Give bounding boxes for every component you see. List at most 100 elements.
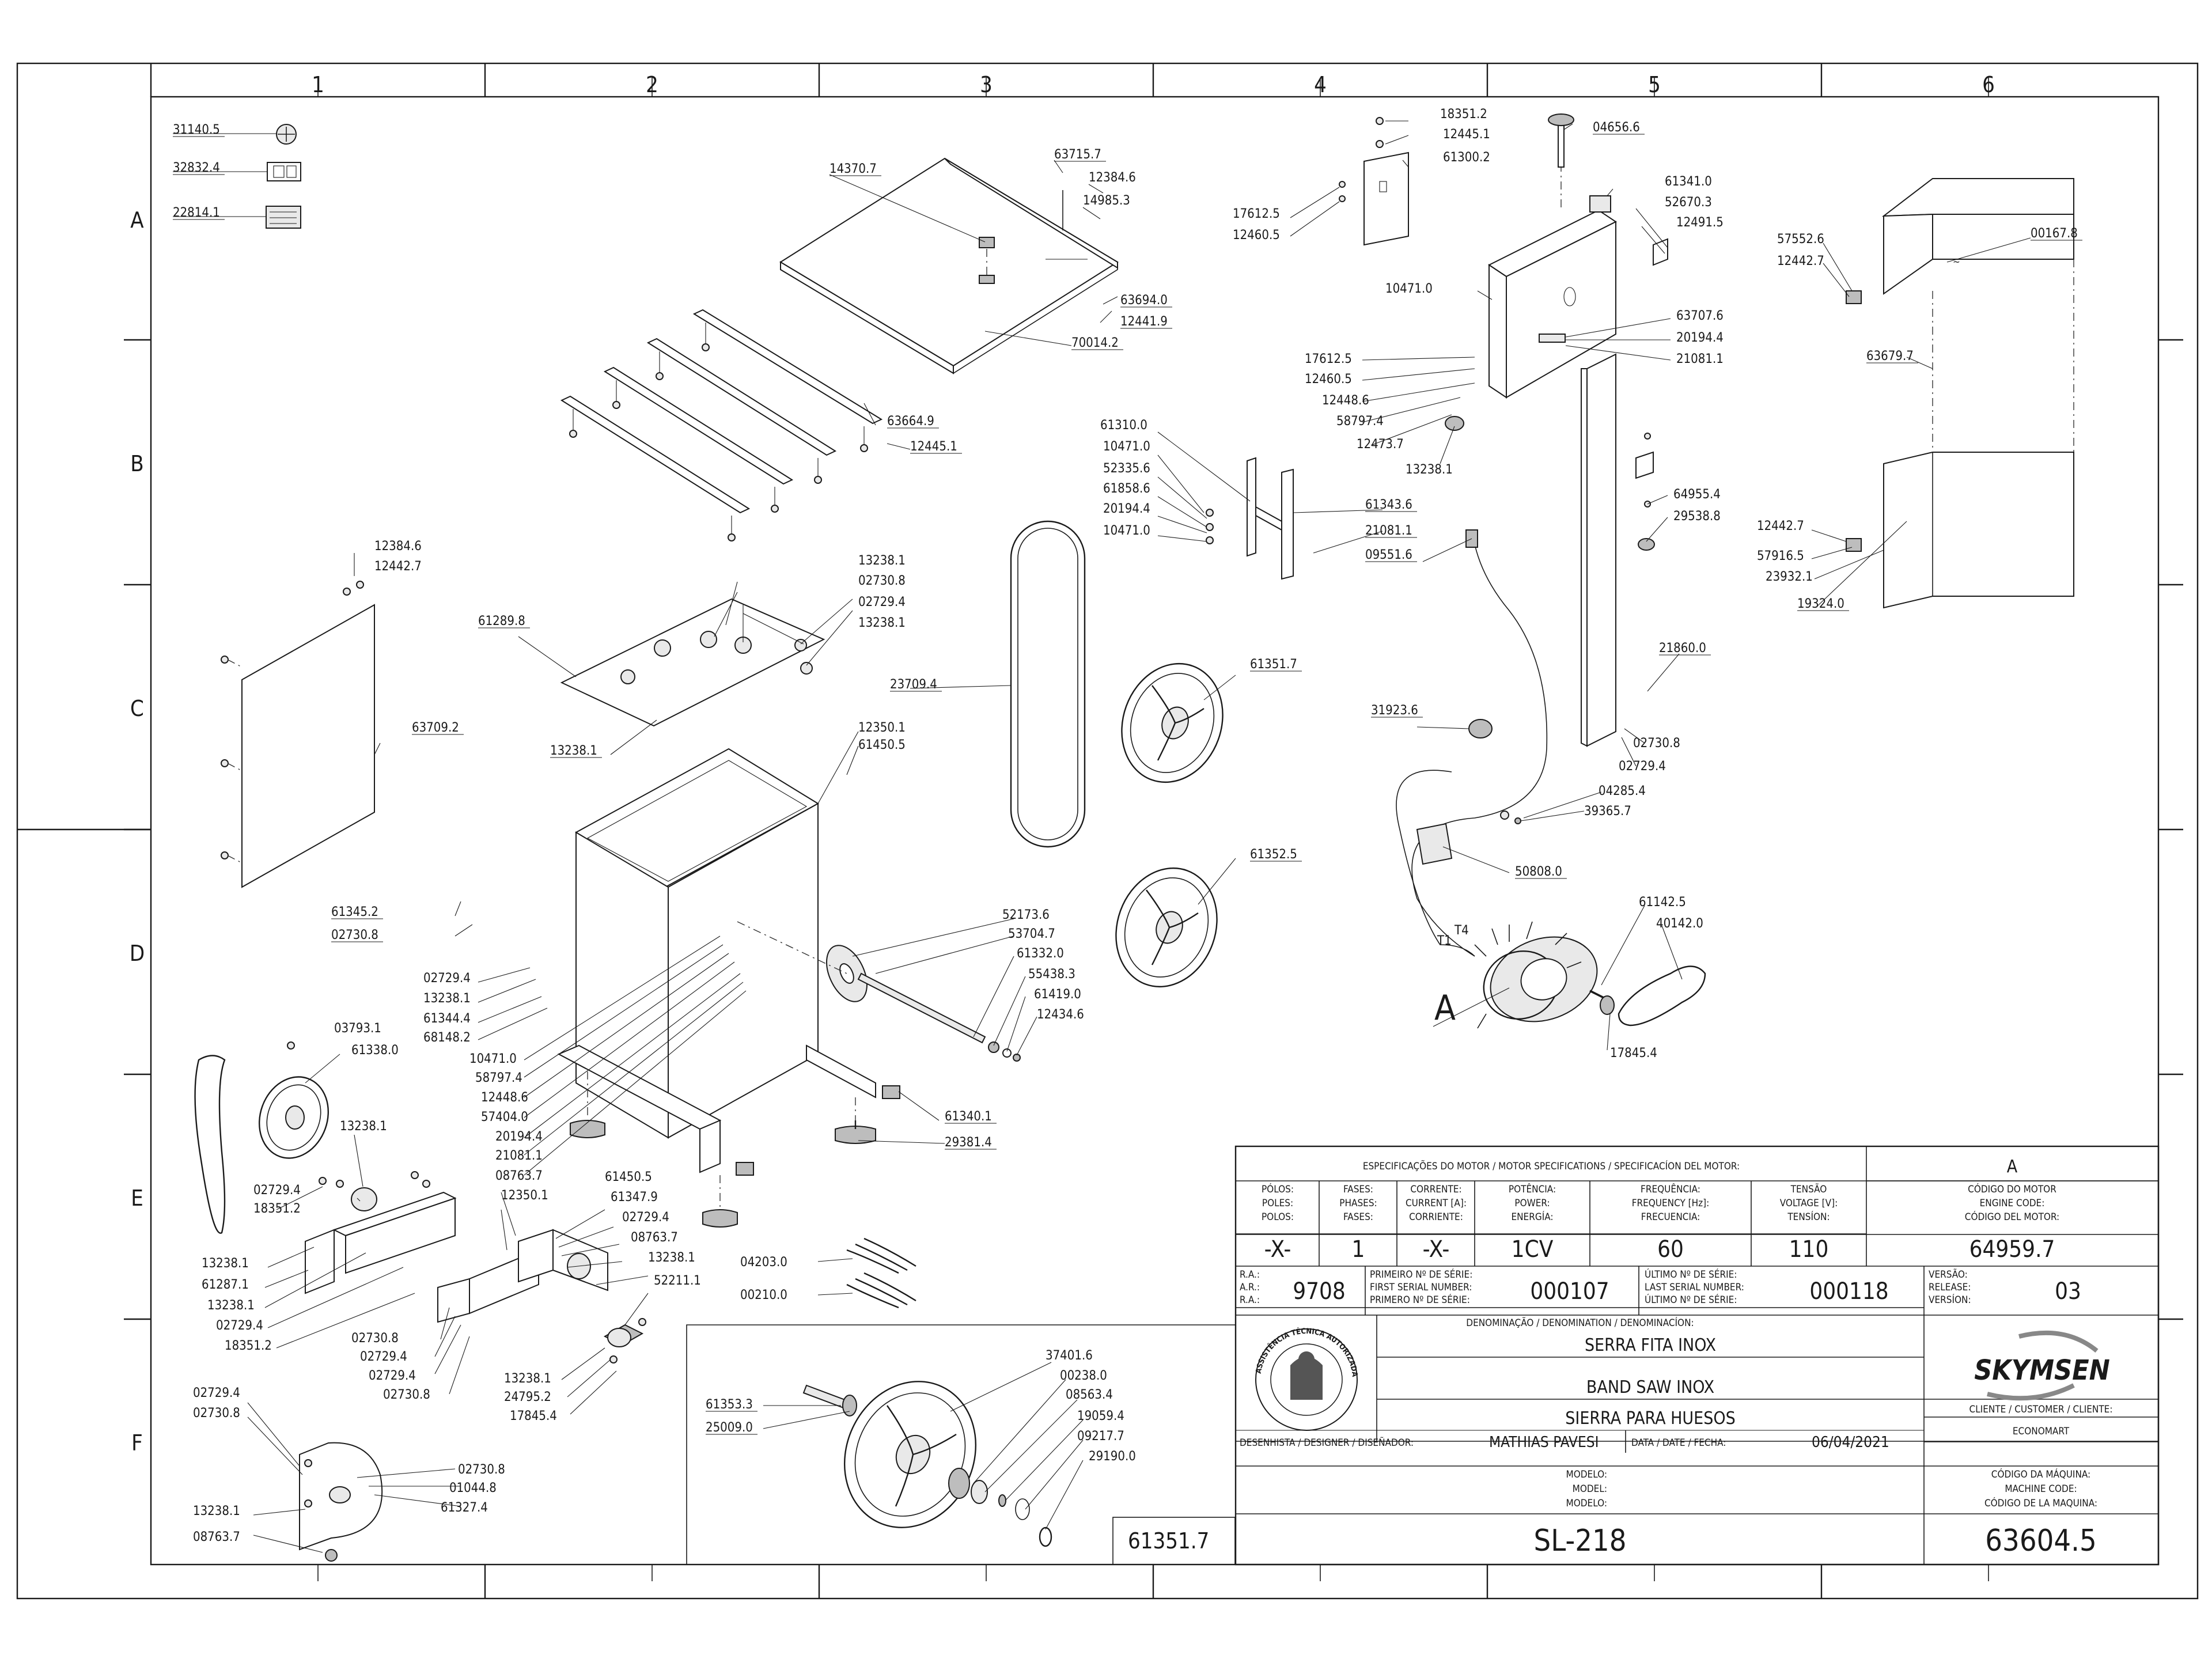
- cleaning-brushes: [846, 1237, 916, 1309]
- part-label: 23709.4: [890, 677, 937, 692]
- voltage-value: 110: [1789, 1236, 1829, 1263]
- part-label: 61340.1: [945, 1109, 992, 1124]
- row-label-a: A: [130, 207, 144, 233]
- frequency-header-en: FREQUENCY [Hz]:: [1632, 1198, 1710, 1209]
- part-label: 12491.5: [1676, 215, 1724, 230]
- part-label: 61450.5: [605, 1170, 652, 1184]
- drawing-frame: 1 2 3 4 5 6 A B C D E F: [16, 62, 2199, 1600]
- column-label-1: 1: [312, 72, 324, 97]
- first-serial-header: PRIMERO Nº DE SÉRIE:: [1370, 1293, 1470, 1306]
- upper-wheel-cover: ~: [1846, 178, 2074, 609]
- part-label: 13238.1: [648, 1251, 695, 1265]
- part-labels: 31140.5 32832.4 22814.1 14370.7 63715.7 …: [173, 107, 2078, 1554]
- motor-code-header-es: CÓDIGO DEL MOTOR:: [1965, 1210, 2059, 1223]
- table-top-assembly: [560, 157, 1119, 541]
- part-label: 00210.0: [740, 1288, 787, 1302]
- part-label: 08763.7: [193, 1530, 240, 1544]
- part-label: 23932.1: [1766, 570, 1813, 584]
- part-label: 58797.4: [1336, 414, 1384, 429]
- tensioner-bracket-center: [437, 1229, 646, 1363]
- part-label: 70014.2: [1071, 336, 1119, 350]
- part-label: 57552.6: [1777, 232, 1824, 247]
- version-header: RELEASE:: [1929, 1282, 1971, 1293]
- frequency-header-es: FRECUENCIA:: [1641, 1211, 1700, 1223]
- part-label: 61310.0: [1100, 418, 1147, 433]
- part-label: 02729.4: [369, 1369, 416, 1383]
- ra-value: 9708: [1293, 1278, 1346, 1305]
- detail-marker-a: A: [1434, 988, 1456, 1028]
- part-label: 14985.3: [1083, 194, 1130, 208]
- part-label: 61450.5: [858, 738, 906, 752]
- designer-header: DESENHISTA / DESIGNER / DISEÑADOR:: [1240, 1436, 1414, 1449]
- part-label: 61341.0: [1665, 175, 1712, 189]
- upper-wheel: [1121, 662, 1224, 783]
- part-label: 08563.4: [1066, 1388, 1113, 1402]
- current-header-en: CURRENT [A]:: [1406, 1198, 1467, 1209]
- leader-lines: [173, 120, 2031, 1553]
- drive-shaft: [737, 921, 1021, 1062]
- part-label: 12473.7: [1357, 437, 1404, 452]
- part-label: 50808.0: [1515, 865, 1562, 879]
- lower-wheel: [1115, 867, 1218, 988]
- part-label: 04203.0: [740, 1255, 787, 1270]
- part-label: 32832.4: [173, 161, 220, 175]
- power-header-en: POWER:: [1514, 1198, 1550, 1209]
- last-serial-header: ÚLTIMO Nº DE SÉRIE:: [1645, 1293, 1737, 1306]
- part-label: 29190.0: [1089, 1449, 1136, 1464]
- part-label: 12350.1: [858, 721, 906, 735]
- ra-header: R.A.:: [1240, 1269, 1260, 1281]
- saw-blade-belt: [1010, 520, 1086, 848]
- part-label: 17612.5: [1233, 207, 1280, 221]
- voltage-header-es: TENSÍON:: [1787, 1210, 1830, 1223]
- power-cable-gland-icon: [1468, 719, 1493, 738]
- part-label: 12384.6: [374, 539, 422, 554]
- electrical-assembly: [1396, 529, 1706, 1029]
- part-label: 00238.0: [1060, 1369, 1107, 1383]
- model-header: MODEL:: [1573, 1483, 1607, 1495]
- part-label: 63694.0: [1120, 293, 1168, 308]
- part-label: 12441.9: [1120, 315, 1168, 329]
- part-label: 68148.2: [423, 1031, 471, 1045]
- model-header: MODELO:: [1566, 1498, 1607, 1509]
- part-label: 02729.4: [622, 1210, 669, 1225]
- motor-base-plate: [560, 598, 825, 727]
- part-label: 12460.5: [1233, 228, 1280, 243]
- part-label: 02730.8: [331, 928, 378, 942]
- part-label: 20194.4: [1676, 331, 1724, 345]
- part-label: 29538.8: [1673, 509, 1721, 524]
- row-label-f: F: [131, 1430, 143, 1456]
- title-block: ESPECIFICAÇÕES DO MOTOR / MOTOR SPECIFIC…: [1234, 1145, 2160, 1566]
- part-label: 61343.6: [1365, 498, 1412, 512]
- frequency-header-pt: FREQUÊNCIA:: [1641, 1183, 1700, 1195]
- part-label: 61289.8: [478, 614, 525, 628]
- part-label: 52211.1: [654, 1274, 701, 1288]
- part-label: 17612.5: [1305, 352, 1352, 366]
- first-serial-header: PRIMEIRO Nº DE SÉRIE:: [1370, 1268, 1472, 1281]
- part-label: 02730.8: [1633, 736, 1680, 751]
- part-label: 37401.6: [1046, 1349, 1093, 1363]
- date-value: 06/04/2021: [1812, 1434, 1889, 1451]
- part-label: 02729.4: [193, 1386, 240, 1400]
- part-label: 61327.4: [441, 1501, 488, 1515]
- tensioner-bracket-left: [305, 1171, 457, 1294]
- part-label: 08763.7: [495, 1169, 543, 1183]
- skymsen-logo: SKYMSEN: [1974, 1330, 2110, 1401]
- part-label: 02729.4: [1619, 759, 1666, 774]
- product-name-es: SIERRA PARA HUESOS: [1565, 1408, 1735, 1429]
- part-label: 20194.4: [1103, 502, 1150, 516]
- version-header: VERSÃO:: [1929, 1268, 1968, 1281]
- part-label: 40142.0: [1656, 916, 1703, 931]
- part-label: 02729.4: [423, 971, 471, 986]
- part-label: 12445.1: [1443, 127, 1490, 142]
- row-label-e: E: [131, 1185, 143, 1211]
- part-label: 21860.0: [1659, 641, 1706, 656]
- part-label: 61419.0: [1034, 987, 1081, 1002]
- revision-letter: A: [2007, 1157, 2018, 1177]
- part-label: 13238.1: [858, 554, 906, 568]
- part-label: 64955.4: [1673, 487, 1721, 502]
- part-label: 61338.0: [351, 1043, 399, 1058]
- part-label: 61353.3: [706, 1397, 753, 1412]
- machine-code-header: CÓDIGO DA MÁQUINA:: [1991, 1468, 2090, 1480]
- denomination-header: DENOMINAÇÃO / DENOMINATION / DENOMINACÍO…: [1466, 1316, 1694, 1329]
- ra-header: A.R.:: [1240, 1282, 1260, 1293]
